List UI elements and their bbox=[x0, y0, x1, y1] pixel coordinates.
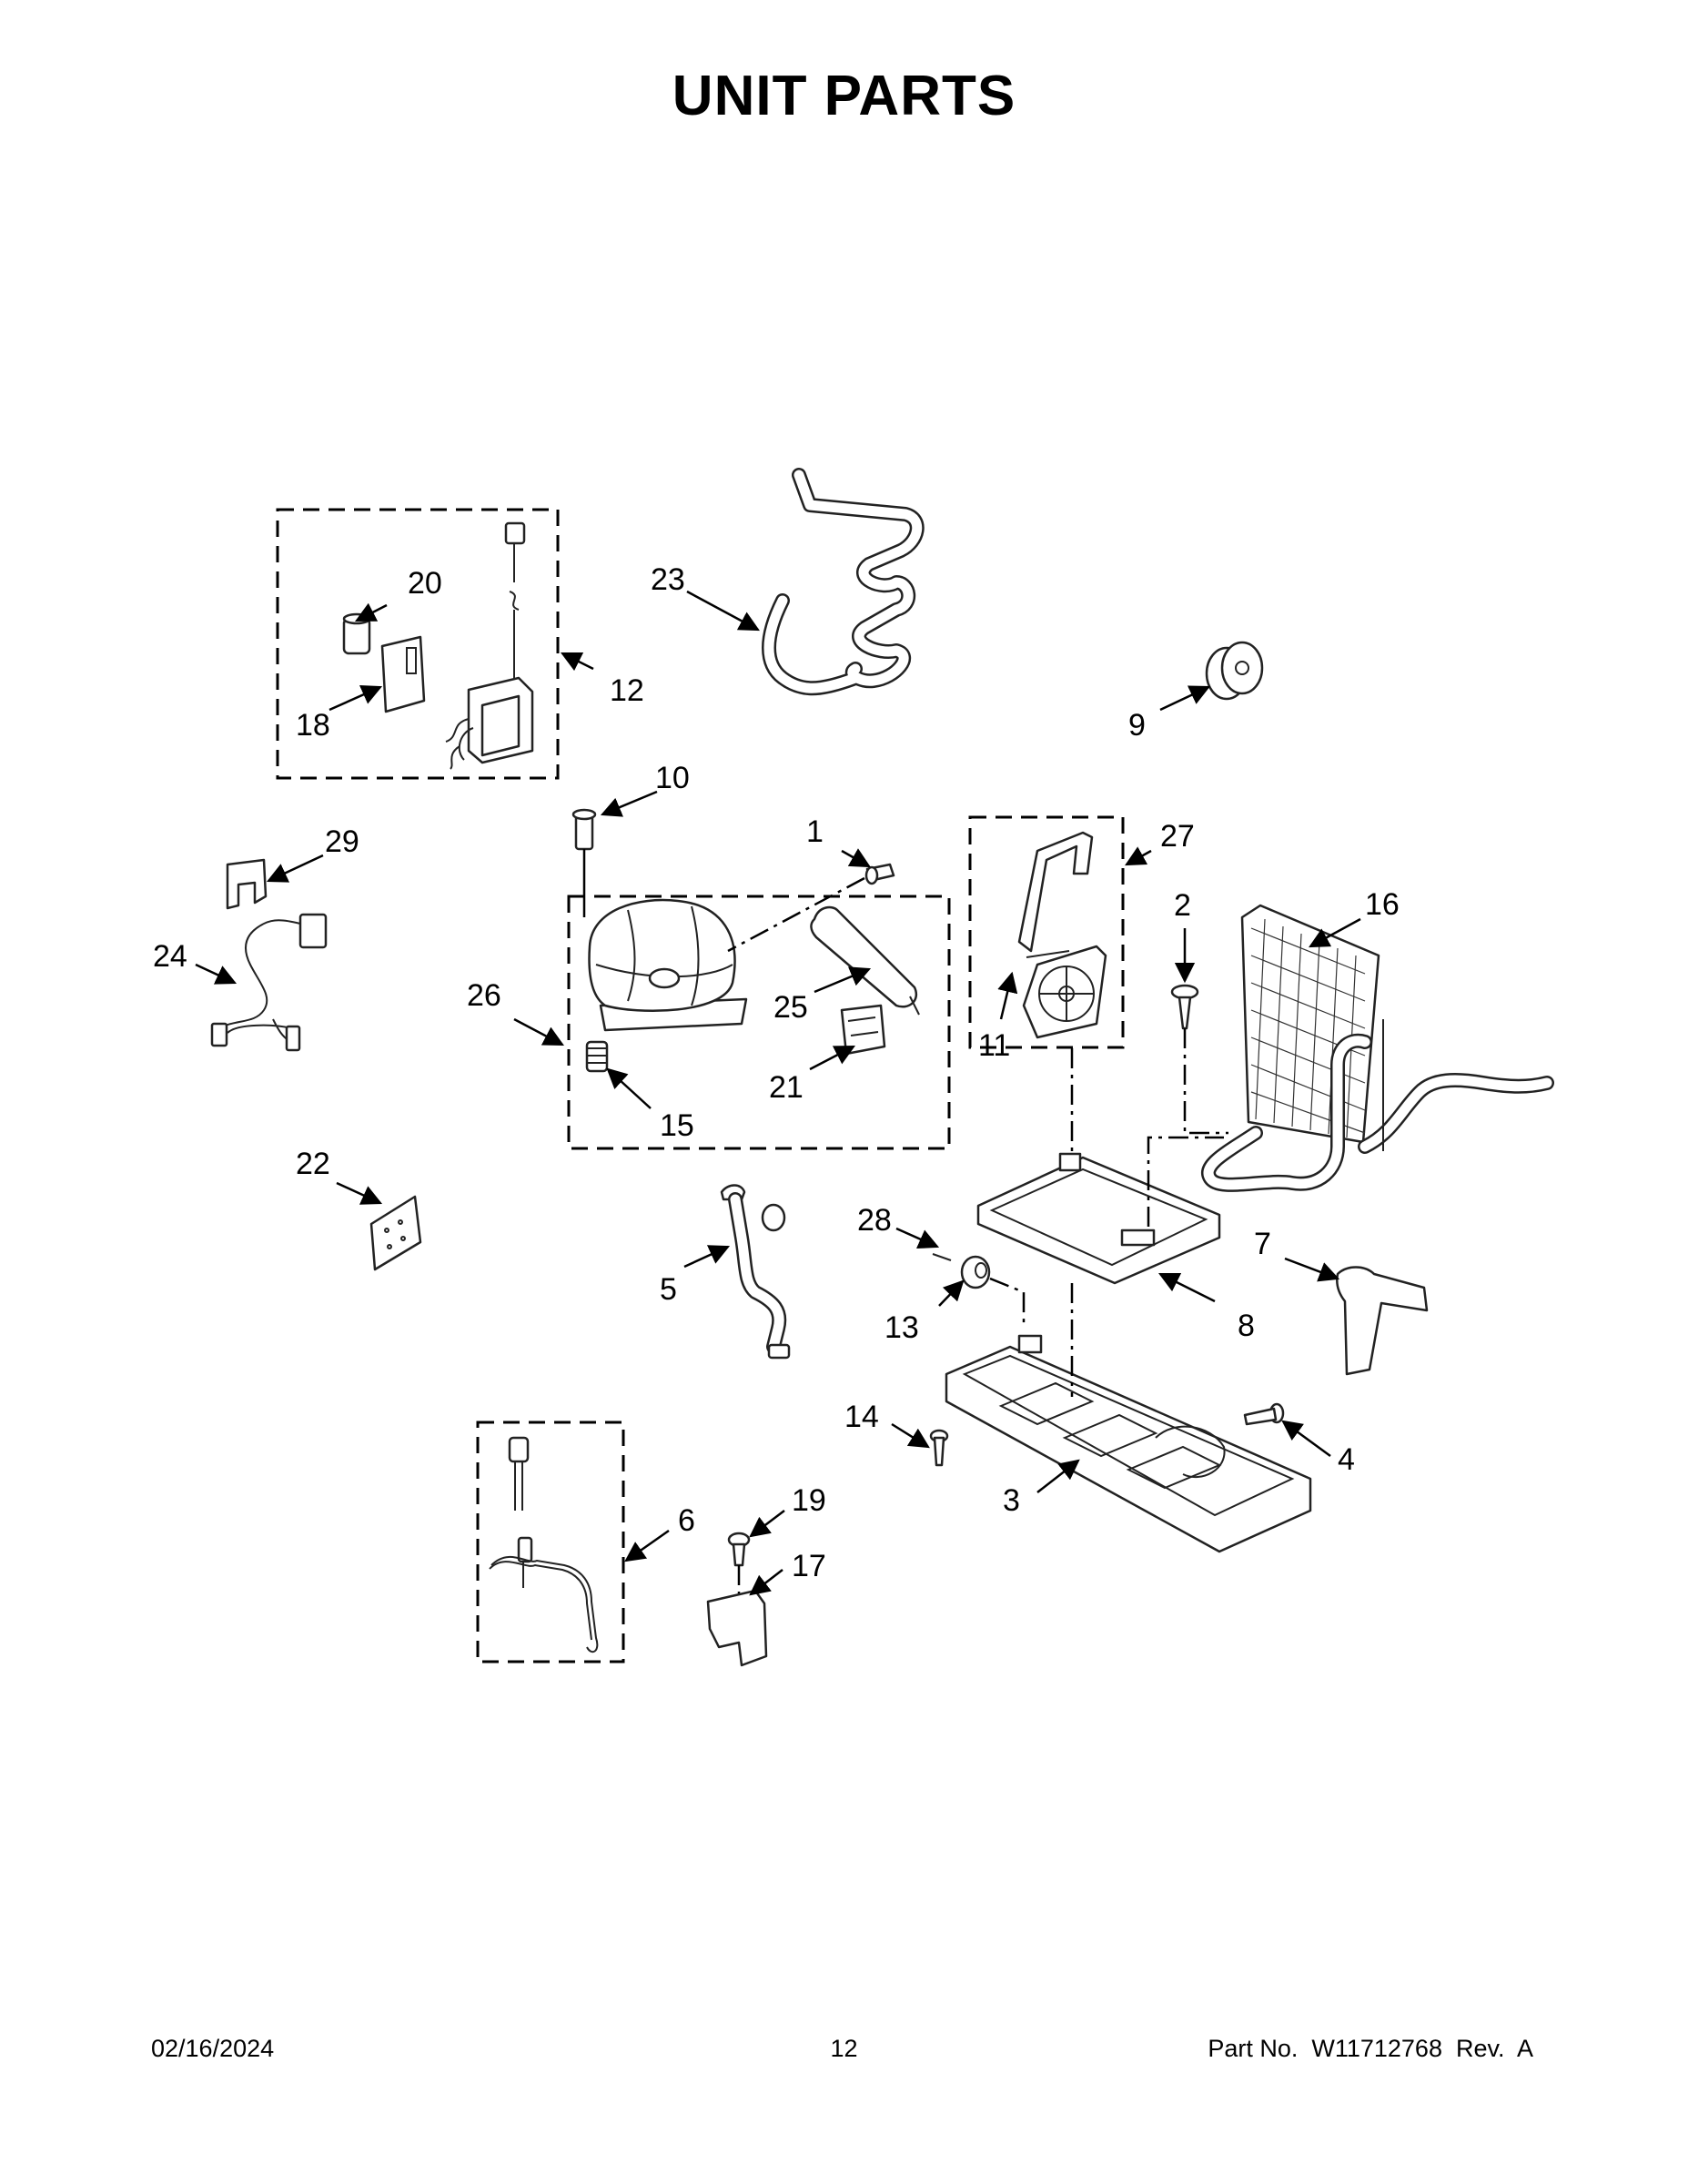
fan-assembly-part bbox=[1017, 831, 1107, 1039]
callout-19: 19 bbox=[792, 1483, 826, 1518]
screw-part bbox=[864, 863, 895, 885]
electrical-box-part bbox=[445, 521, 534, 770]
callout-24: 24 bbox=[153, 939, 187, 974]
callout-1: 1 bbox=[806, 814, 824, 849]
callout-21: 21 bbox=[769, 1070, 804, 1105]
compressor-grommet-part bbox=[585, 1040, 609, 1073]
callout-8: 8 bbox=[1238, 1309, 1255, 1343]
callout-13: 13 bbox=[884, 1310, 919, 1345]
callout-2: 2 bbox=[1174, 888, 1191, 923]
callout-28: 28 bbox=[857, 1203, 892, 1238]
group-box-electrical-kit bbox=[276, 508, 560, 780]
filter-drier-part bbox=[810, 905, 920, 1016]
callout-22: 22 bbox=[296, 1147, 330, 1181]
stud-part bbox=[571, 808, 597, 917]
callout-9: 9 bbox=[1128, 708, 1146, 743]
callout-20: 20 bbox=[408, 566, 442, 601]
condenser-part bbox=[1201, 904, 1554, 1192]
callout-23: 23 bbox=[651, 562, 685, 597]
grommet-part bbox=[1205, 641, 1264, 701]
callout-26: 26 bbox=[467, 978, 501, 1013]
bracket-screw-part bbox=[727, 1532, 751, 1602]
callout-7: 7 bbox=[1254, 1227, 1271, 1261]
callout-4: 4 bbox=[1338, 1442, 1355, 1477]
clip-part bbox=[226, 858, 268, 910]
compressor-part bbox=[588, 898, 748, 1032]
callout-11: 11 bbox=[978, 1028, 1010, 1063]
start-relay-part bbox=[840, 1004, 886, 1056]
footer-page-number: 12 bbox=[830, 2035, 858, 2062]
bracket-part bbox=[706, 1589, 768, 1667]
pad-part bbox=[369, 1195, 422, 1271]
callout-5: 5 bbox=[660, 1272, 677, 1307]
footer-date: 02/16/2024 bbox=[151, 2035, 275, 2062]
cover-part bbox=[380, 635, 426, 713]
base-plate-part bbox=[945, 1283, 1312, 1553]
callout-12: 12 bbox=[610, 673, 644, 708]
callout-27: 27 bbox=[1160, 819, 1195, 854]
defrost-heater-part bbox=[489, 1436, 599, 1653]
callout-15: 15 bbox=[660, 1108, 694, 1143]
callout-14: 14 bbox=[844, 1400, 879, 1434]
pin-part bbox=[932, 1253, 952, 1261]
callout-labels: 20 18 12 23 9 10 29 1 27 2 16 24 26 25 1… bbox=[153, 562, 1400, 1583]
bumper-part bbox=[960, 1255, 1026, 1329]
callout-25: 25 bbox=[773, 990, 808, 1025]
page-title: UNIT PARTS bbox=[672, 65, 1016, 127]
group-box-defrost-heater-kit bbox=[476, 1421, 625, 1663]
side-screw-part bbox=[1243, 1402, 1285, 1426]
callout-17: 17 bbox=[792, 1549, 826, 1583]
footer-part-number: Part No. W11712768 Rev. A bbox=[1208, 2035, 1533, 2062]
drain-tube-part bbox=[720, 1184, 791, 1360]
callout-16: 16 bbox=[1365, 887, 1400, 922]
callout-3: 3 bbox=[1003, 1483, 1020, 1518]
callout-29: 29 bbox=[325, 824, 359, 859]
wire-harness-part bbox=[210, 913, 328, 1052]
drain-pan-part bbox=[976, 1048, 1224, 1285]
group-box-compressor-kit bbox=[567, 895, 951, 1150]
callout-18: 18 bbox=[296, 708, 330, 743]
condenser-screw-part bbox=[1170, 984, 1228, 1135]
callout-arrows bbox=[195, 590, 1361, 1596]
callout-10: 10 bbox=[655, 761, 690, 795]
group-box-fan-kit bbox=[968, 815, 1125, 1049]
callout-6: 6 bbox=[678, 1503, 695, 1538]
guard-part bbox=[1336, 1266, 1429, 1376]
tubing-part bbox=[762, 468, 925, 696]
base-screw-part bbox=[929, 1429, 949, 1467]
